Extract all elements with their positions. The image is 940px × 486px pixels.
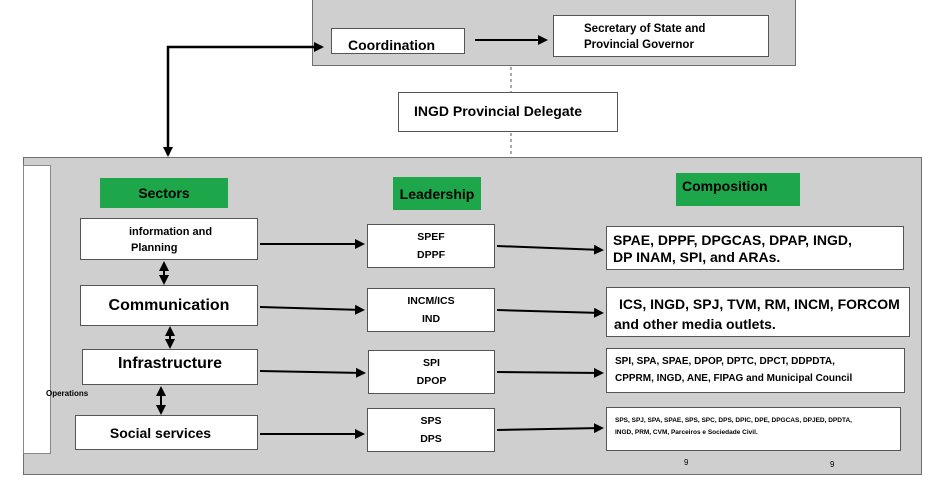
- composition-info-planning-line2: DP INAM, SPI, and ARAs.: [613, 249, 781, 265]
- operations-side-strip: [23, 165, 51, 454]
- footnote-2: 9: [830, 460, 835, 469]
- leadership-infrastructure-line2: DPOP: [416, 375, 447, 387]
- sector-communication: Communication: [80, 285, 258, 326]
- composition-social-services-line2: INGD, PRM, CVM, Parceiros e Sociedade Ci…: [615, 429, 758, 436]
- composition-infrastructure: SPI, SPA, SPAE, DPOP, DPTC, DPCT, DDPDTA…: [606, 348, 905, 393]
- leadership-header: Leadership: [393, 177, 481, 210]
- ingd-delegate-label: INGD Provincial Delegate: [414, 103, 583, 119]
- sector-information-planning-line2: Planning: [131, 242, 178, 254]
- composition-communication-line1: ICS, INGD, SPJ, TVM, RM, INCM, FORCOM: [619, 296, 900, 312]
- leadership-info-planning-line1: SPEF: [417, 231, 445, 243]
- sector-social-services-label: Social services: [109, 424, 212, 441]
- composition-info-planning-line1: SPAE, DPPF, DPGCAS, DPAP, INGD,: [613, 232, 852, 248]
- composition-header-label: Composition: [682, 177, 768, 194]
- sector-information-planning-line1: information and: [129, 226, 213, 238]
- leadership-communication-line1: INCM/ICS: [407, 295, 455, 307]
- composition-header: Composition: [676, 173, 800, 206]
- composition-communication: ICS, INGD, SPJ, TVM, RM, INCM, FORCOM an…: [606, 287, 910, 337]
- leadership-social-services-line1: SPS: [420, 415, 442, 427]
- leadership-communication-line2: IND: [421, 313, 441, 325]
- coordination-operations-connector: [163, 42, 324, 157]
- leadership-infrastructure-line1: SPI: [423, 357, 440, 369]
- secretary-line1: Secretary of State and: [584, 23, 706, 35]
- leadership-communication: INCM/ICS IND: [367, 288, 495, 332]
- composition-infrastructure-line1: SPI, SPA, SPAE, DPOP, DPTC, DPCT, DDPDTA…: [615, 356, 835, 367]
- leadership-info-planning-line2: DPPF: [416, 249, 445, 261]
- composition-infrastructure-line2: CPPRM, INGD, ANE, FIPAG and Municipal Co…: [615, 373, 853, 384]
- sector-information-planning: information and Planning: [80, 218, 258, 260]
- sector-infrastructure: Infrastructure: [82, 349, 258, 385]
- composition-social-services: SPS, SPJ, SPA, SPAE, SPS, SPC, DPS, DPIC…: [606, 407, 901, 451]
- composition-communication-line2: and other media outlets.: [614, 316, 776, 332]
- leadership-social-services-line2: DPS: [420, 433, 442, 445]
- composition-info-planning: SPAE, DPPF, DPGCAS, DPAP, INGD, DP INAM,…: [606, 226, 904, 270]
- sector-infrastructure-label: Infrastructure: [117, 355, 223, 372]
- secretary-line2: Provincial Governor: [584, 39, 694, 51]
- footnote-1: 9: [684, 458, 689, 467]
- leadership-info-planning: SPEF DPPF: [367, 224, 495, 268]
- operations-label: Operations: [46, 389, 89, 398]
- composition-social-services-line1: SPS, SPJ, SPA, SPAE, SPS, SPC, DPS, DPIC…: [615, 417, 852, 424]
- leadership-infrastructure: SPI DPOP: [368, 350, 495, 394]
- secretary-box: Secretary of State and Provincial Govern…: [553, 15, 769, 57]
- ingd-delegate-box: INGD Provincial Delegate: [398, 92, 618, 132]
- sector-communication-label: Communication: [108, 296, 230, 314]
- coordination-label: Coordination: [348, 37, 436, 53]
- sector-social-services: Social services: [75, 415, 258, 450]
- sectors-header: Sectors: [100, 178, 228, 208]
- coordination-box: Coordination: [331, 28, 465, 54]
- leadership-social-services: SPS DPS: [367, 408, 495, 452]
